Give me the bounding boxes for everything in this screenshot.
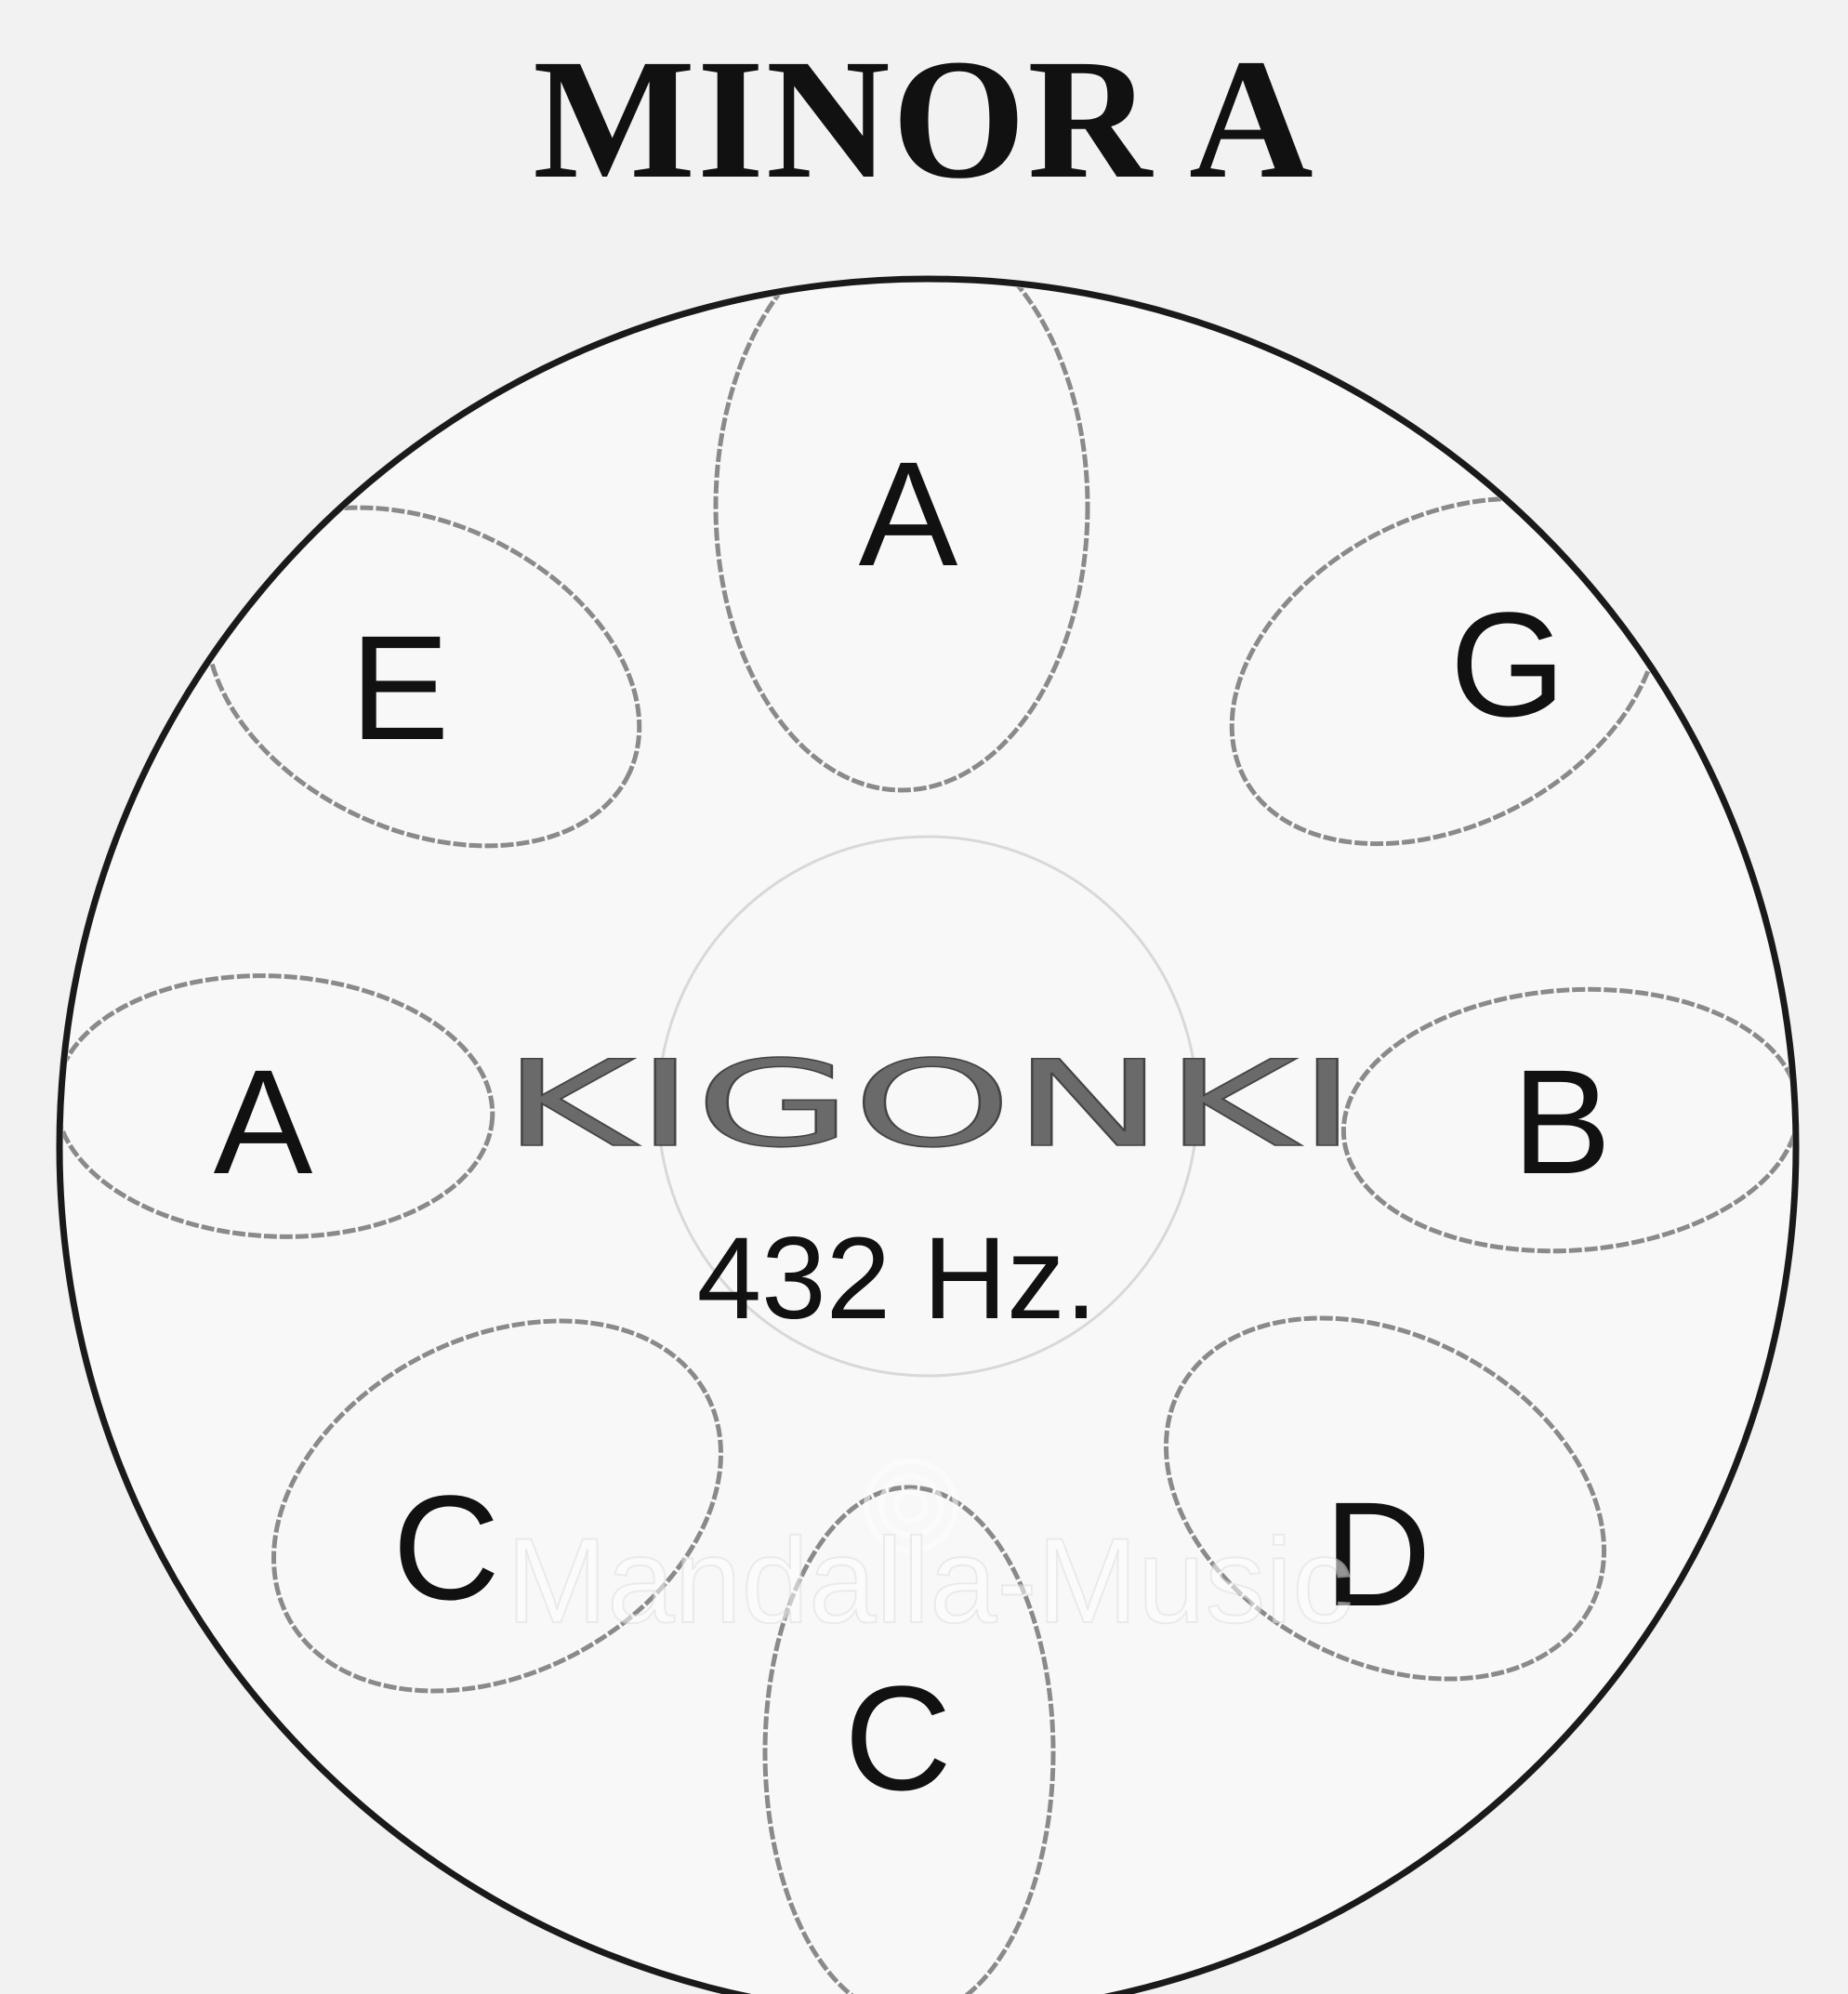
watermark-text: Mandalla-Music bbox=[507, 1512, 1353, 1648]
tuning-frequency: 432 Hz. bbox=[697, 1214, 1098, 1343]
note-label-top: A bbox=[859, 430, 958, 597]
watermark: Mandalla-Music bbox=[506, 1459, 1353, 1649]
tone-field-left bbox=[63, 973, 495, 1239]
tone-field-bottom bbox=[762, 1485, 1056, 1994]
scale-title: MINOR A bbox=[533, 24, 1314, 215]
note-label-upper-right: G bbox=[1450, 581, 1565, 747]
spiral-logo-icon bbox=[864, 1459, 958, 1553]
tone-field-lower-left bbox=[271, 1318, 723, 1694]
tone-field-lower-right bbox=[1163, 1315, 1607, 1682]
note-label-bottom: C bbox=[844, 1655, 952, 1821]
drum-outline bbox=[56, 275, 1800, 1994]
note-labels: A G B D C C A E bbox=[214, 430, 1612, 1821]
note-label-upper-left: E bbox=[350, 604, 450, 771]
tone-field-top bbox=[713, 283, 1090, 793]
note-label-left: A bbox=[214, 1038, 313, 1205]
tone-field-right bbox=[1340, 986, 1792, 1254]
note-label-right: B bbox=[1512, 1038, 1612, 1205]
brand-logo: KIGONKI bbox=[502, 1036, 1357, 1174]
note-label-lower-right: D bbox=[1324, 1471, 1432, 1637]
note-label-lower-left: C bbox=[392, 1464, 500, 1631]
center-dome bbox=[656, 835, 1199, 1378]
